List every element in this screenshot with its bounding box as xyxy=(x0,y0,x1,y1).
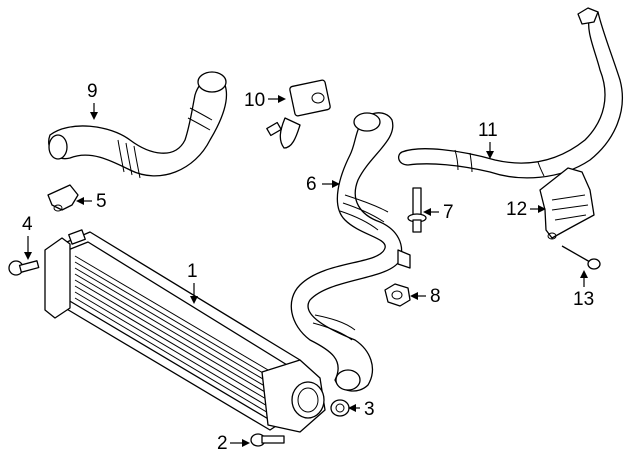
bolt-2 xyxy=(250,433,285,447)
callout-number-10: 10 xyxy=(244,90,265,111)
callout-number-7: 7 xyxy=(443,202,454,223)
callout-9: 9 xyxy=(87,81,98,120)
callout-11: 11 xyxy=(478,120,498,159)
callout-3: 3 xyxy=(348,399,375,420)
callout-number-9: 9 xyxy=(87,81,98,102)
hose-9 xyxy=(48,71,228,179)
bolt-4 xyxy=(8,260,40,276)
nut-8 xyxy=(384,283,411,307)
bracket-5 xyxy=(47,184,79,212)
callout-number-3: 3 xyxy=(364,399,375,420)
callout-number-12: 12 xyxy=(506,199,527,220)
callout-number-6: 6 xyxy=(306,174,317,195)
callout-8: 8 xyxy=(410,286,441,307)
callout-5: 5 xyxy=(76,191,107,212)
callout-number-13: 13 xyxy=(573,289,594,310)
callout-number-5: 5 xyxy=(96,191,107,212)
hose-6 xyxy=(290,112,411,392)
callout-10: 10 xyxy=(244,90,286,111)
callout-number-4: 4 xyxy=(22,214,33,235)
bolt-13 xyxy=(561,245,601,270)
callout-7: 7 xyxy=(423,202,454,223)
callout-2: 2 xyxy=(217,433,250,454)
callout-number-2: 2 xyxy=(217,433,228,454)
hose-11 xyxy=(397,7,624,179)
washer-3 xyxy=(330,399,350,417)
callout-13: 13 xyxy=(573,270,594,310)
stud-7 xyxy=(407,187,427,233)
callout-6: 6 xyxy=(306,174,340,195)
callout-number-1: 1 xyxy=(187,261,198,282)
callout-1: 1 xyxy=(187,261,198,304)
bracket-12 xyxy=(539,167,595,240)
callout-4: 4 xyxy=(22,214,33,260)
callout-12: 12 xyxy=(506,199,546,220)
valve-10 xyxy=(266,79,331,149)
callout-number-8: 8 xyxy=(430,286,441,307)
intercooler xyxy=(44,229,326,433)
callout-number-11: 11 xyxy=(478,120,498,141)
